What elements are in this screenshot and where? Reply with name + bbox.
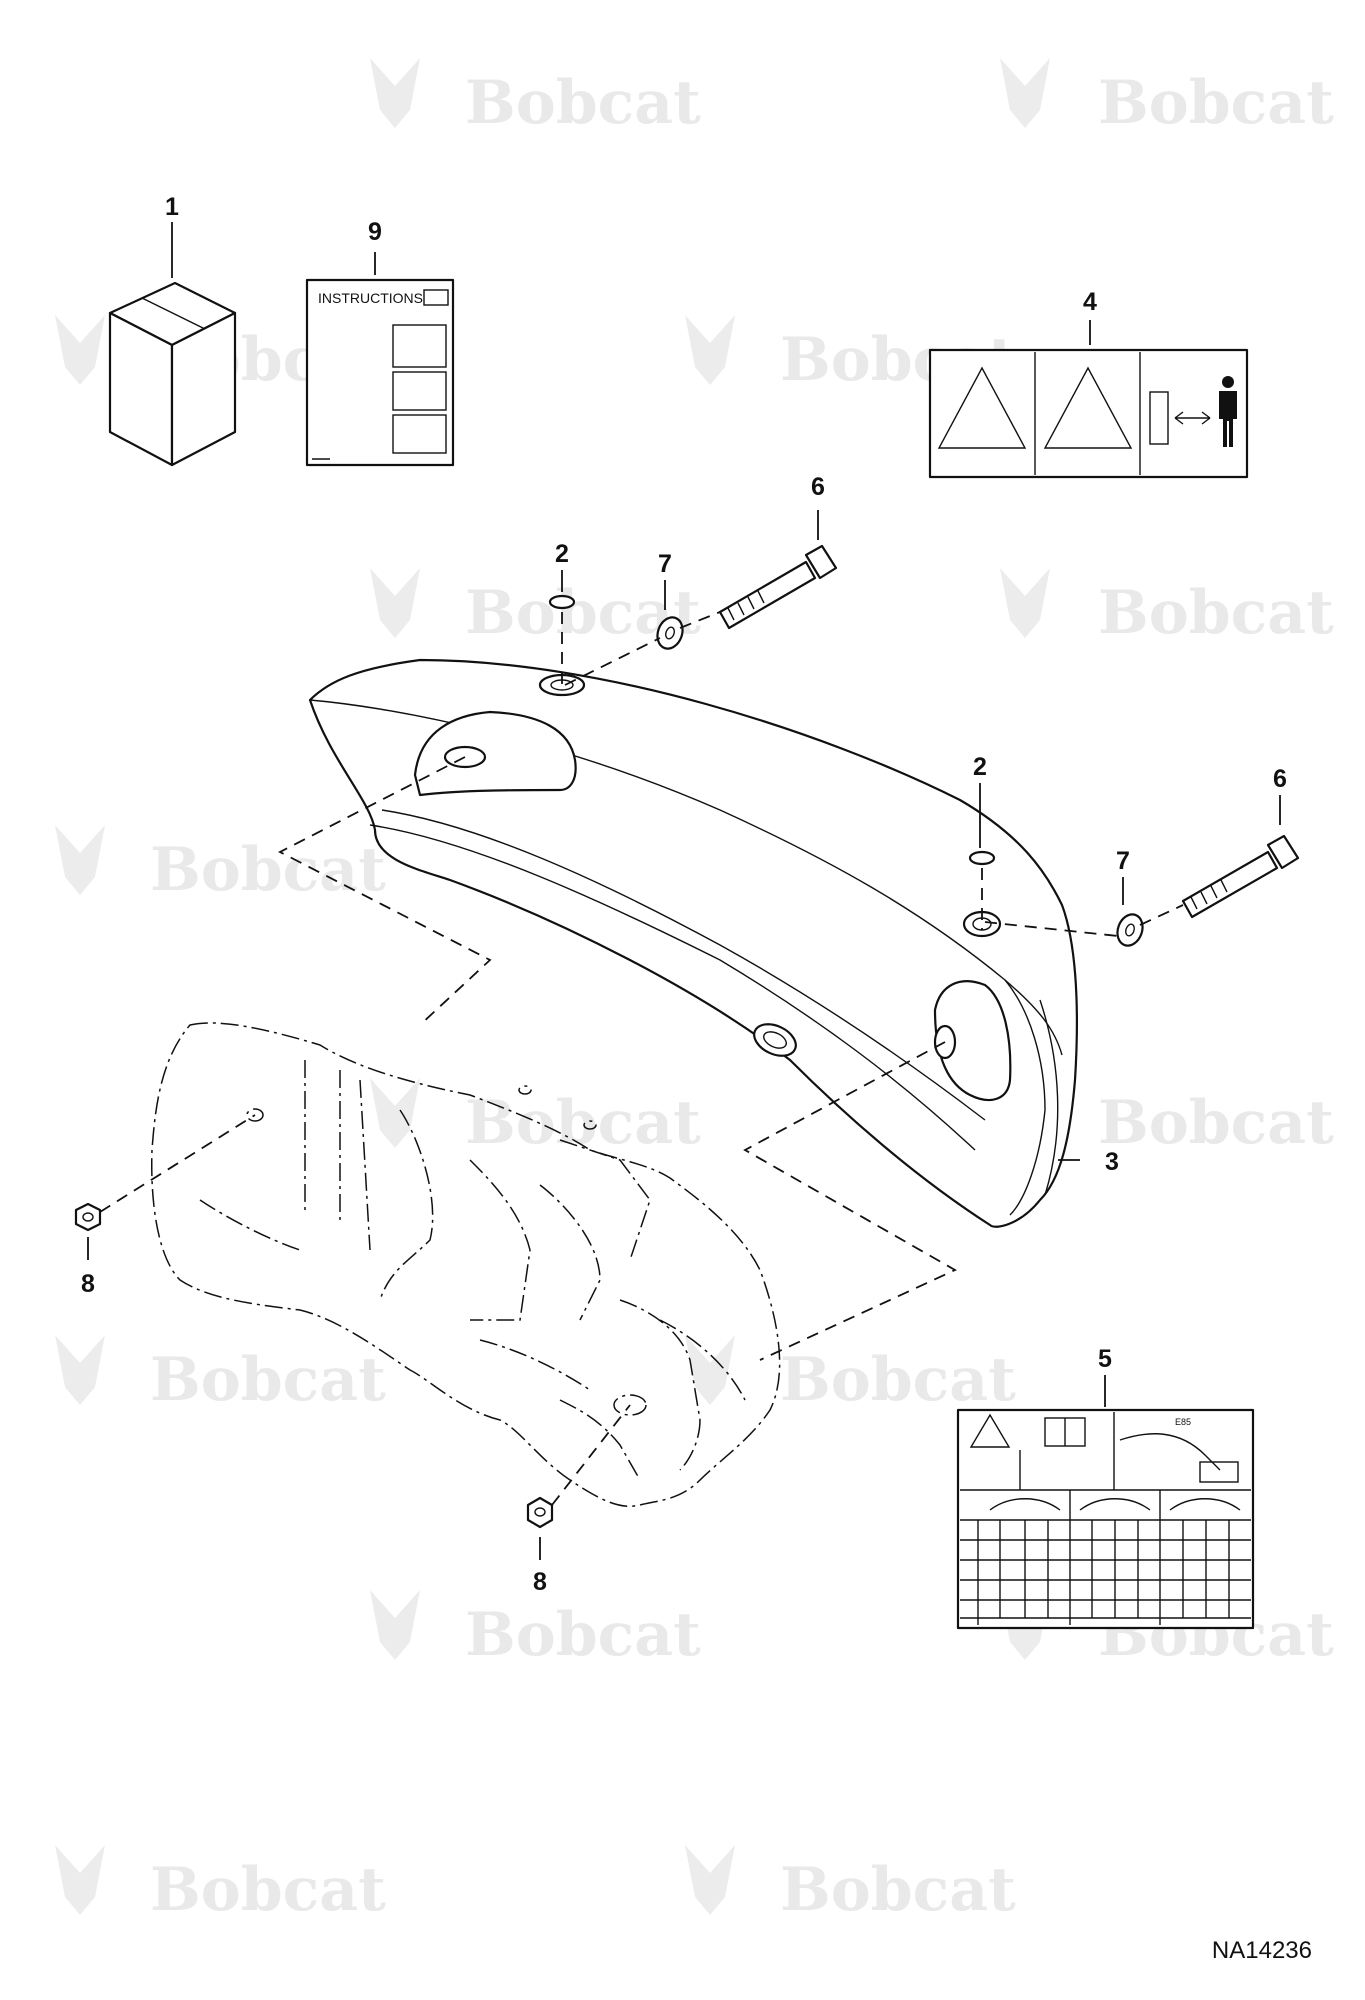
callout-6-left: 6 bbox=[811, 473, 825, 501]
svg-text:Bobcat: Bobcat bbox=[465, 1600, 701, 1670]
excavator-arm-icon bbox=[1119, 1433, 1221, 1471]
callout-6-right: 6 bbox=[1273, 765, 1287, 793]
part-plug-right bbox=[968, 850, 996, 866]
watermark-6: Bobcat bbox=[1000, 568, 1334, 648]
machine-side-icon bbox=[1149, 391, 1169, 445]
callout-4: 4 bbox=[1083, 288, 1097, 316]
callout-2-right: 2 bbox=[973, 753, 987, 781]
svg-text:Bobcat: Bobcat bbox=[1098, 68, 1334, 138]
person-icon bbox=[1219, 376, 1237, 447]
watermark-2: Bobcat bbox=[1000, 58, 1334, 138]
part-instructions-sheet: INSTRUCTIONS bbox=[305, 252, 455, 467]
part-bolt-left bbox=[718, 544, 838, 630]
watermark-5: Bobcat bbox=[370, 568, 701, 648]
svg-text:Bobcat: Bobcat bbox=[780, 1855, 1016, 1925]
svg-text:Bobcat: Bobcat bbox=[150, 1855, 386, 1925]
watermark-1: Bobcat bbox=[370, 58, 701, 138]
callout-8-bottom: 8 bbox=[533, 1568, 547, 1596]
excavator-body-icon bbox=[1199, 1461, 1239, 1483]
part-nut-left bbox=[74, 1202, 102, 1232]
instructions-title: INSTRUCTIONS bbox=[318, 290, 423, 306]
callout-labels: 1 9 4 6 2 7 2 6 7 3 8 5 8 bbox=[81, 193, 1287, 1596]
assembly-lines bbox=[99, 611, 1184, 1506]
part-warning-decal bbox=[928, 320, 1249, 479]
part-capacity-decal: E85 bbox=[956, 1408, 1255, 1630]
callout-8-left: 8 bbox=[81, 1270, 95, 1298]
part-plug-left bbox=[548, 594, 576, 610]
svg-text:Bobcat: Bobcat bbox=[465, 68, 701, 138]
callout-5: 5 bbox=[1098, 1345, 1112, 1373]
callout-1: 1 bbox=[165, 193, 179, 221]
watermark-9: Bobcat bbox=[370, 1078, 701, 1158]
figure-id: NA14236 bbox=[1212, 1937, 1312, 1964]
part-washer-left bbox=[656, 616, 684, 650]
svg-text:Bobcat: Bobcat bbox=[150, 1345, 386, 1415]
decal-model: E85 bbox=[1175, 1417, 1191, 1427]
svg-text:Bobcat: Bobcat bbox=[1098, 578, 1334, 648]
svg-text:Bobcat: Bobcat bbox=[1098, 1088, 1334, 1158]
leader-lines bbox=[87, 510, 1281, 1560]
part-washer-right bbox=[1116, 913, 1144, 947]
callout-2-left: 2 bbox=[555, 540, 569, 568]
part-box-kit bbox=[108, 222, 237, 467]
callout-7-right: 7 bbox=[1116, 847, 1130, 875]
svg-text:Bobcat: Bobcat bbox=[150, 835, 386, 905]
watermark-16: Bobcat bbox=[685, 1845, 1016, 1925]
part-upper-frame-phantom bbox=[150, 1022, 781, 1507]
watermark-7: Bobcat bbox=[55, 825, 386, 905]
watermark-15: Bobcat bbox=[55, 1845, 386, 1925]
callout-3: 3 bbox=[1105, 1148, 1119, 1176]
callout-7-left: 7 bbox=[658, 550, 672, 578]
watermark-13: Bobcat bbox=[370, 1590, 701, 1670]
warning-triangle-icon bbox=[937, 366, 1027, 449]
part-counterweight bbox=[308, 658, 1078, 1228]
watermark-11: Bobcat bbox=[55, 1335, 386, 1415]
warning-triangle-icon bbox=[1043, 366, 1133, 449]
part-nut-bottom bbox=[526, 1496, 554, 1529]
double-arrow-icon bbox=[1174, 411, 1211, 425]
part-bolt-right bbox=[1181, 834, 1300, 919]
callout-9: 9 bbox=[368, 218, 382, 246]
svg-text:Bobcat: Bobcat bbox=[780, 1345, 1016, 1415]
watermark-12: Bobcat bbox=[685, 1335, 1016, 1415]
warning-triangle-icon bbox=[969, 1413, 1011, 1448]
